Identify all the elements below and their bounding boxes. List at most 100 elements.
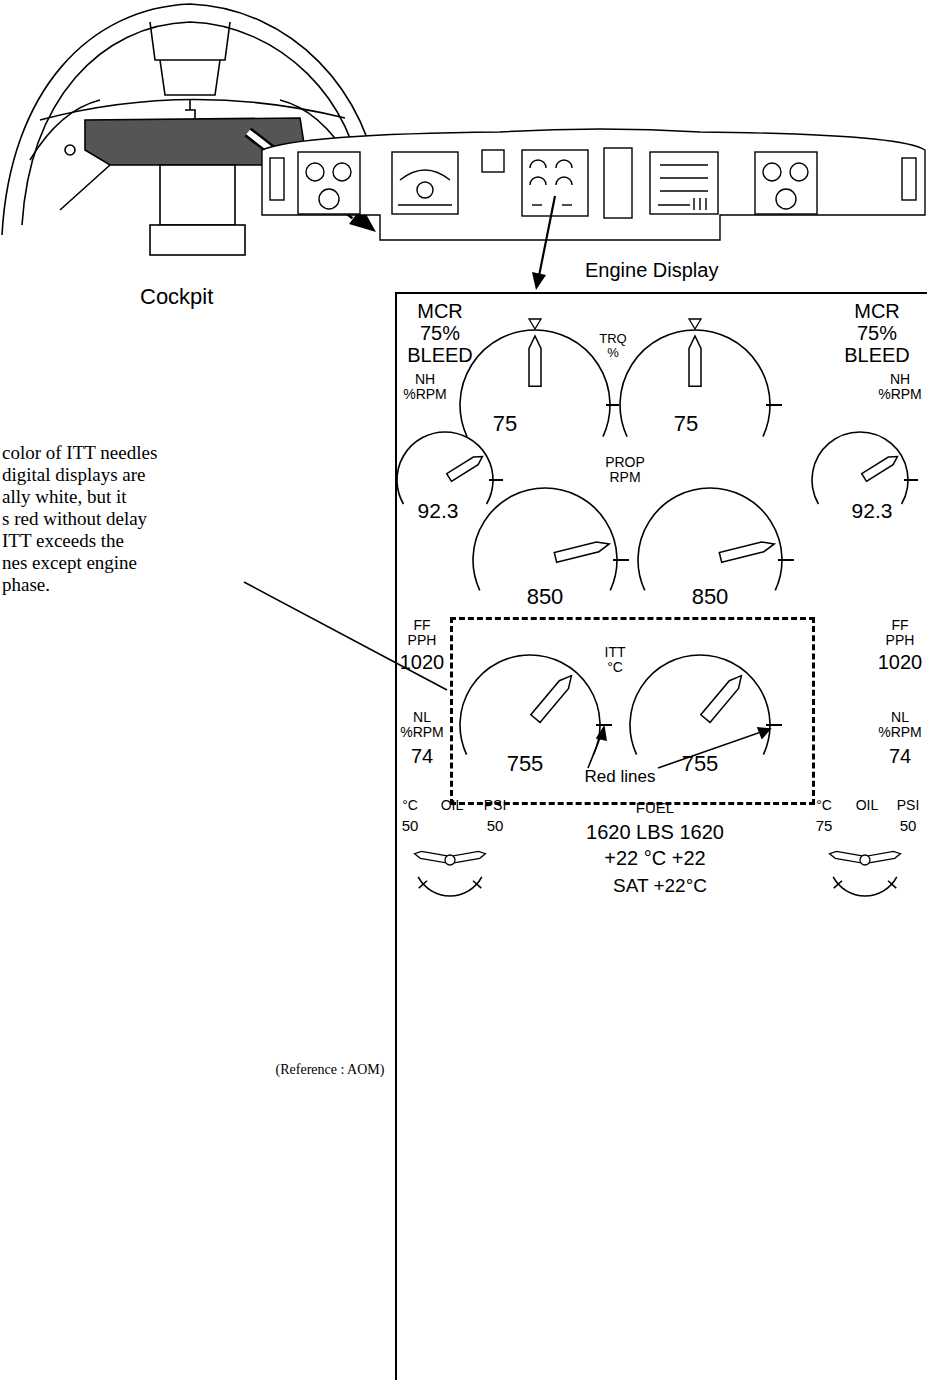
torque-gauge [460,319,619,437]
note-text: color of ITT needles digital displays ar… [2,442,157,596]
instrument-panel-stroke [270,158,284,200]
gauge-needle [554,542,609,562]
target-marker [689,319,701,329]
oil-gauge [830,851,901,896]
target-marker [529,319,541,329]
readout-value: SAT +22°C [613,876,707,896]
gauge-arc [418,877,482,896]
gauge-value: 75 [816,818,833,834]
instrument-panel-stroke [482,150,504,172]
readout-label: FF PPH [886,618,915,647]
gauge-label: °C [402,798,418,813]
gauge-arc [812,432,908,504]
gauge-value: 75 [493,412,517,435]
gauge-needle [866,851,900,863]
red-line-mark [489,479,503,481]
gauge-label: PSI [484,798,507,813]
leader-lines-stroke [244,582,447,690]
gauge-label: TRQ % [599,332,626,359]
gauge-label: PSI [897,798,920,813]
instrument-panel-stroke [530,160,572,185]
gauge-label: OIL [856,798,879,813]
panel-arrow [532,196,555,290]
gauge-label: NH %RPM [403,372,447,401]
gauges [397,319,918,896]
instrument-panel-stroke [319,189,339,209]
gauge-arc [460,330,610,437]
instrument-panel-stroke [392,152,458,214]
instrument-panel-stroke [902,158,916,200]
gauge-label: PROP RPM [605,455,645,484]
itt-gauge [460,655,612,755]
nh-gauge [397,432,503,504]
gauge-value: 755 [507,752,544,775]
instrument-panel-stroke [604,148,632,218]
leader-lines [244,582,770,768]
readout-value: 1620 LBS 1620 [586,822,724,843]
gauge-label: ITT °C [605,645,626,674]
gauge-arc [833,877,897,896]
gauge-arc [397,432,493,504]
red-line-mark [596,724,612,726]
instrument-panel-stroke [658,198,706,210]
itt-highlight-box: ITT °C 755 755Red lines [450,617,815,805]
cockpit-drawing-stroke [160,165,235,225]
needle-hub [860,855,870,865]
gauge-tick [473,881,481,888]
gauge-arc [620,330,770,437]
gauge-needle [451,851,485,863]
instrument-panel-stroke [398,204,452,205]
gauge-tick [888,881,896,888]
instrument-panel-stroke [650,152,718,214]
gauge-needle [701,676,742,723]
instrument-panel-stroke [790,163,808,181]
gauge-value: 850 [692,585,729,608]
instrument-panel-stroke [400,170,450,180]
gauge-needle [862,457,898,482]
gauge-tick [419,881,427,888]
torque-gauge [620,319,782,437]
mode-indicator: MCR 75% BLEED [844,300,910,366]
gauge-needle [529,336,541,386]
readout-value: +22 °C +22 [604,848,705,869]
instrument-panel-stroke [660,190,708,191]
mode-indicator: MCR 75% BLEED [407,300,473,366]
gauge-needle [689,336,701,386]
instrument-panel-stroke [417,182,433,198]
gauge-value: 92.3 [852,500,893,522]
gauge-value: 75 [674,412,698,435]
callout-label: Red lines [585,768,656,786]
red-line-mark [606,404,619,406]
gauge-label: NH %RPM [878,372,922,401]
red-line-mark [766,404,782,406]
red-line-mark [766,724,782,726]
prop-rpm-gauge [638,488,794,590]
gauge-needle [447,457,483,482]
cockpit-drawing [2,4,380,255]
gauge-value: 92.3 [418,500,459,522]
instrument-panel [262,129,925,240]
red-line-mark [778,559,794,561]
readout-value: 74 [889,746,911,767]
gauge-arc [638,488,782,590]
readout-label: NL %RPM [878,710,922,739]
cockpit-drawing-stroke [40,99,345,120]
gauge-arc [460,655,600,755]
display-title: Engine Display [585,260,718,281]
gauge-value: 50 [900,818,917,834]
cockpit-drawing-stroke [185,100,195,118]
oil-gauge [415,851,486,896]
panel-arrow-stroke [539,196,555,276]
gauge-value: 755 [682,752,719,775]
readout-value: 1020 [400,652,445,673]
gauge-value: 850 [527,585,564,608]
leader-lines-stroke [758,728,770,738]
readout-value: 74 [411,746,433,767]
prop-rpm-gauge [473,488,629,590]
itt-gauge [630,655,782,755]
gauge-arc [473,488,617,590]
instrument-panel-stroke [522,150,588,216]
gauge-label: OIL [441,798,464,813]
cockpit-drawing-stroke [150,225,245,255]
instrument-panel-stroke [776,189,796,209]
